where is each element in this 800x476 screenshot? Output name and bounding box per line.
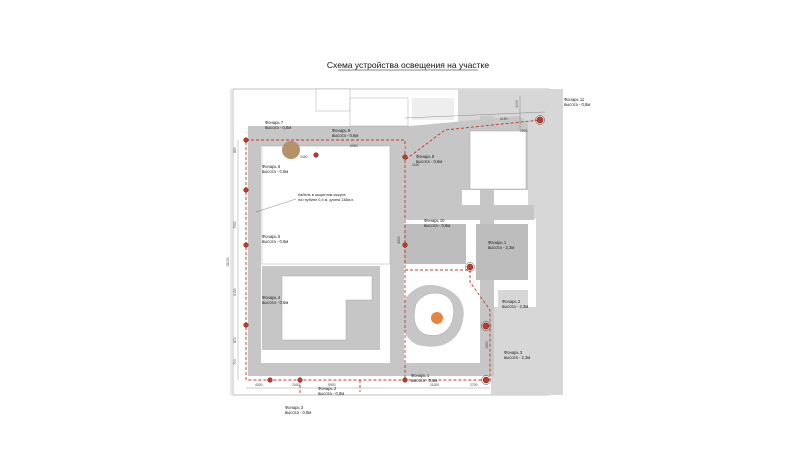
lamp-11-name: Фонарь 11 — [564, 97, 585, 102]
cable-note-leader — [255, 198, 297, 213]
dim-right-3: 1500 — [520, 129, 528, 133]
lamp-2-name: Фонарь 2 — [318, 386, 337, 391]
dim-bottom-3: 9500 — [328, 383, 336, 387]
lamp-pole3-height: высота - 2,3м — [504, 355, 530, 360]
dim-right-2: 4550 — [397, 236, 401, 244]
lamp-8-height: высота - 0,6м — [332, 133, 358, 138]
dim-bottom-1: 4000 — [255, 383, 263, 387]
lamp-11-height: высота - 0,8м — [564, 102, 590, 107]
lamp-marker-4 — [243, 322, 249, 328]
dim-right-1: 1000 — [515, 100, 519, 108]
dim-top-4: 1180 — [412, 163, 419, 167]
lamp-marker-12 — [466, 263, 474, 271]
lamp-8-name: Фонарь 8 — [332, 128, 351, 133]
lamp-marker-2 — [297, 377, 303, 383]
dim-left-2: 7350 — [233, 221, 237, 229]
lamp-2-height: высота - 0,8м — [318, 391, 344, 396]
cable-note-line2: на глубине 0,4 м, длина 138м.п. — [298, 198, 354, 202]
garden-blocks — [404, 224, 528, 280]
lamp-marker-8 — [313, 152, 319, 158]
lamp-marker-13 — [482, 322, 490, 330]
lamp-9-name: Фонарь 9 — [416, 154, 435, 159]
lamp-1-height: высота - 0,8м — [411, 378, 437, 383]
lamp-7-height: высота - 0,6м — [265, 125, 291, 130]
lamp-marker-5 — [243, 242, 249, 248]
lamp-9-height: высота - 0,6м — [416, 159, 442, 164]
lamp-6-height: высота - 0,6м — [262, 169, 288, 174]
lamp-5-name: Фонарь 5 — [262, 234, 281, 239]
lamp-markers — [243, 115, 545, 385]
lamp-5-height: высота - 0,6м — [262, 239, 288, 244]
dim-left-4: 870 — [233, 337, 237, 343]
lamp-ring-11 — [535, 115, 545, 125]
lamp-3-name: Фонарь 3 — [285, 405, 304, 410]
lamp-pole3-name: Фонарь 3 — [504, 350, 523, 355]
lamp-4-name: Фонарь 4 — [262, 295, 281, 300]
cable-route — [245, 119, 541, 395]
dim-bottom-4: 11300 — [430, 383, 439, 387]
dim-left-5: 700 — [233, 359, 237, 365]
inner-areas — [261, 88, 527, 341]
cable-note-line1: Кабель в защитном кожухе — [298, 193, 346, 197]
lamp-pole1-height: высота - 2,3м — [488, 245, 514, 250]
lamp-pole2-name: Фонарь 2 — [502, 299, 521, 304]
lamp-ring-12 — [465, 262, 475, 272]
dimension-labels: 18150 850 7350 6150 870 700 4000 2000 95… — [226, 100, 528, 387]
lamp-marker-1 — [402, 377, 408, 383]
dim-left-3: 6150 — [233, 288, 237, 296]
lamp-marker-9 — [402, 154, 408, 160]
tree-plant — [282, 141, 300, 159]
dim-bottom-2: 2000 — [292, 383, 300, 387]
lamp-marker-10 — [402, 242, 408, 248]
lamp-6-name: Фонарь 6 — [262, 164, 281, 169]
lamp-3-height: высота - 0,8м — [285, 410, 311, 415]
lamp-marker-7 — [243, 137, 249, 143]
lamp-10-name: Фонарь 10 — [424, 218, 445, 223]
lamp-marker-11 — [536, 116, 544, 124]
page-title: Схема устройства освещения на участке — [327, 60, 489, 70]
lamp-labels: Фонарь 7 высота - 0,6м Фонарь 8 высота -… — [262, 97, 590, 415]
dim-top-3: 5150 — [500, 117, 508, 121]
dim-left-total: 18150 — [226, 257, 230, 267]
dim-bottom-5: 2700 — [470, 383, 478, 387]
lamp-marker-14 — [482, 376, 490, 384]
dim-left-1: 850 — [233, 147, 237, 153]
lamp-pole2-height: высота - 2,3м — [502, 304, 528, 309]
fountain — [431, 312, 443, 324]
lamp-7-name: Фонарь 7 — [265, 120, 284, 125]
dim-top-1: 6950 — [350, 144, 358, 148]
dimension-lines — [230, 89, 546, 395]
lamp-pole1-name: Фонарь 1 — [488, 240, 507, 245]
lamp-marker-3 — [267, 377, 273, 383]
dim-top-2: 2450 — [300, 155, 308, 159]
lamp-ring-14 — [481, 375, 491, 385]
lamp-10-height: высота - 0,6м — [424, 223, 450, 228]
lamp-1-name: Фонарь 1 — [411, 373, 430, 378]
neighbor-areas — [458, 89, 563, 395]
dim-right-4: 1950 — [485, 341, 489, 349]
lamp-4-height: высота - 0,6м — [262, 300, 288, 305]
lamp-marker-6 — [243, 187, 249, 193]
lamp-ring-13 — [481, 321, 491, 331]
